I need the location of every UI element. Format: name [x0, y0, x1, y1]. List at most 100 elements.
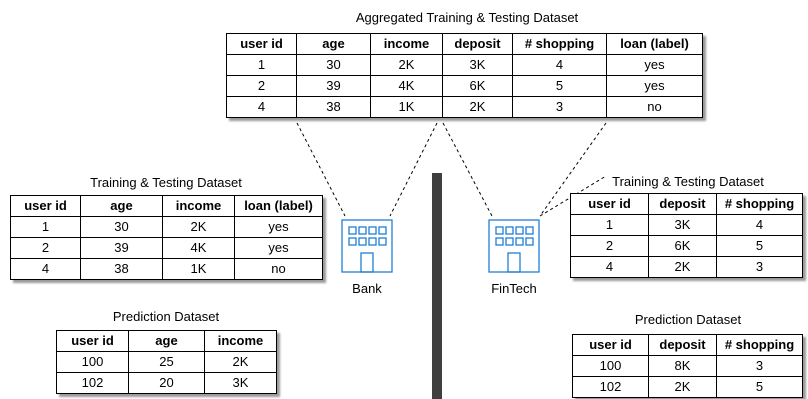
connector-bank-right [389, 122, 438, 217]
table-cell: 1 [10, 216, 81, 238]
table-cell: 2K [648, 376, 717, 398]
table-cell: yes [234, 216, 323, 238]
table-cell: 30 [296, 54, 371, 76]
table-cell: 3K [648, 214, 717, 236]
connector-fintech-left [442, 122, 493, 217]
column-header: income [162, 195, 235, 217]
table-row: 1 30 2K yes [10, 216, 323, 238]
column-header: # shopping [716, 193, 803, 215]
column-header: age [80, 195, 163, 217]
column-header: user id [10, 195, 81, 217]
aggregated-table: user id age income deposit # shopping lo… [226, 33, 703, 118]
table-cell: 4 [10, 258, 81, 280]
table-row: 4 38 1K 2K 3 no [226, 96, 703, 118]
table-cell: 4K [370, 75, 443, 97]
table-cell: 39 [80, 237, 163, 259]
table-cell: 1 [226, 54, 297, 76]
table-cell: 4 [570, 256, 649, 278]
table-cell: 4K [162, 237, 235, 259]
table-row: 102 20 3K [56, 372, 277, 394]
aggregated-title: Aggregated Training & Testing Dataset [355, 10, 579, 25]
bank-prediction-table: user id age income 100 25 2K 102 20 3K [56, 330, 277, 394]
table-cell: 3K [442, 54, 513, 76]
table-row: 100 25 2K [56, 351, 277, 373]
column-header: income [204, 330, 277, 352]
table-cell: 100 [572, 355, 649, 377]
fintech-prediction-table: user id deposit # shopping 100 8K 3 102 … [572, 334, 803, 398]
table-cell: 6K [442, 75, 513, 97]
column-header: income [370, 33, 443, 55]
column-header: deposit [648, 193, 717, 215]
fintech-prediction-title: Prediction Dataset [634, 312, 742, 327]
table-row: 2 39 4K 6K 5 yes [226, 75, 703, 97]
table-cell: 25 [128, 351, 205, 373]
table-cell: 2K [370, 54, 443, 76]
bank-prediction-title: Prediction Dataset [112, 309, 220, 324]
column-header: user id [570, 193, 649, 215]
table-cell: yes [606, 54, 703, 76]
table-cell: 30 [80, 216, 163, 238]
table-cell: 5 [512, 75, 607, 97]
table-cell: no [606, 96, 703, 118]
column-header: user id [56, 330, 129, 352]
bank-label: Bank [352, 281, 382, 296]
table-cell: 1K [370, 96, 443, 118]
table-row: 4 2K 3 [570, 256, 803, 278]
table-cell: 3 [716, 355, 803, 377]
table-cell: 4 [512, 54, 607, 76]
column-header: # shopping [512, 33, 607, 55]
table-cell: yes [234, 237, 323, 259]
fintech-training-table: user id deposit # shopping 1 3K 4 2 6K 5… [570, 193, 803, 278]
column-header: # shopping [716, 334, 803, 356]
table-cell: 4 [226, 96, 297, 118]
table-cell: 3K [204, 372, 277, 394]
table-cell: 4 [716, 214, 803, 236]
fintech-training-title: Training & Testing Dataset [612, 174, 764, 189]
table-cell: 2K [162, 216, 235, 238]
table-row: 4 38 1K no [10, 258, 323, 280]
table-cell: 8K [648, 355, 717, 377]
table-cell: 1K [162, 258, 235, 280]
table-cell: no [234, 258, 323, 280]
table-cell: 3 [512, 96, 607, 118]
column-header: deposit [442, 33, 513, 55]
column-header: age [128, 330, 205, 352]
column-header: user id [572, 334, 649, 356]
building-icon [341, 219, 393, 273]
table-cell: 6K [648, 235, 717, 257]
table-cell: 2 [570, 235, 649, 257]
table-row: 102 2K 5 [572, 376, 803, 398]
table-cell: 20 [128, 372, 205, 394]
table-row: 100 8K 3 [572, 355, 803, 377]
table-cell: 3 [716, 256, 803, 278]
connector-fintech-right-top [539, 122, 607, 217]
table-cell: 2 [10, 237, 81, 259]
building-icon [488, 219, 540, 273]
table-row: 1 3K 4 [570, 214, 803, 236]
table-row: 2 6K 5 [570, 235, 803, 257]
column-header: loan (label) [234, 195, 323, 217]
table-cell: 5 [716, 376, 803, 398]
table-cell: 102 [56, 372, 129, 394]
table-cell: 38 [80, 258, 163, 280]
column-header: loan (label) [606, 33, 703, 55]
table-cell: 39 [296, 75, 371, 97]
fintech-label: FinTech [491, 281, 537, 296]
table-cell: yes [606, 75, 703, 97]
table-cell: 102 [572, 376, 649, 398]
table-cell: 100 [56, 351, 129, 373]
bank-training-title: Training & Testing Dataset [90, 175, 242, 190]
table-cell: 5 [716, 235, 803, 257]
column-header: user id [226, 33, 297, 55]
table-cell: 2K [442, 96, 513, 118]
column-header: deposit [648, 334, 717, 356]
divider-wall [432, 173, 442, 399]
table-cell: 2K [648, 256, 717, 278]
table-cell: 38 [296, 96, 371, 118]
table-cell: 2K [204, 351, 277, 373]
table-row: 2 39 4K yes [10, 237, 323, 259]
table-cell: 2 [226, 75, 297, 97]
table-cell: 1 [570, 214, 649, 236]
table-row: 1 30 2K 3K 4 yes [226, 54, 703, 76]
